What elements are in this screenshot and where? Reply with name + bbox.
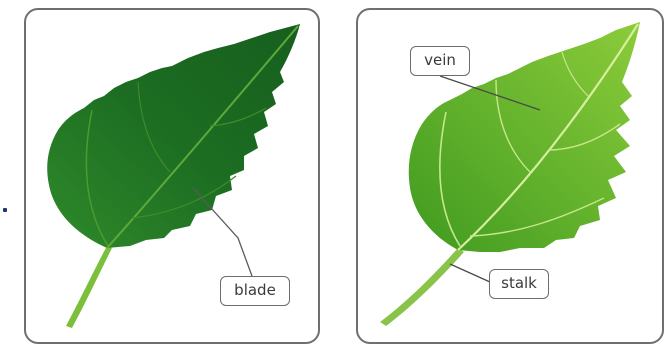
stalk-label: stalk: [489, 269, 549, 299]
stalk-pointer-line: [450, 264, 490, 282]
left-leaf-blade: [47, 24, 300, 248]
blade-label: blade: [220, 276, 290, 306]
right-leaf-stalk: [380, 248, 464, 326]
left-leaf-stalk: [66, 246, 112, 328]
vein-label: vein: [410, 46, 470, 76]
